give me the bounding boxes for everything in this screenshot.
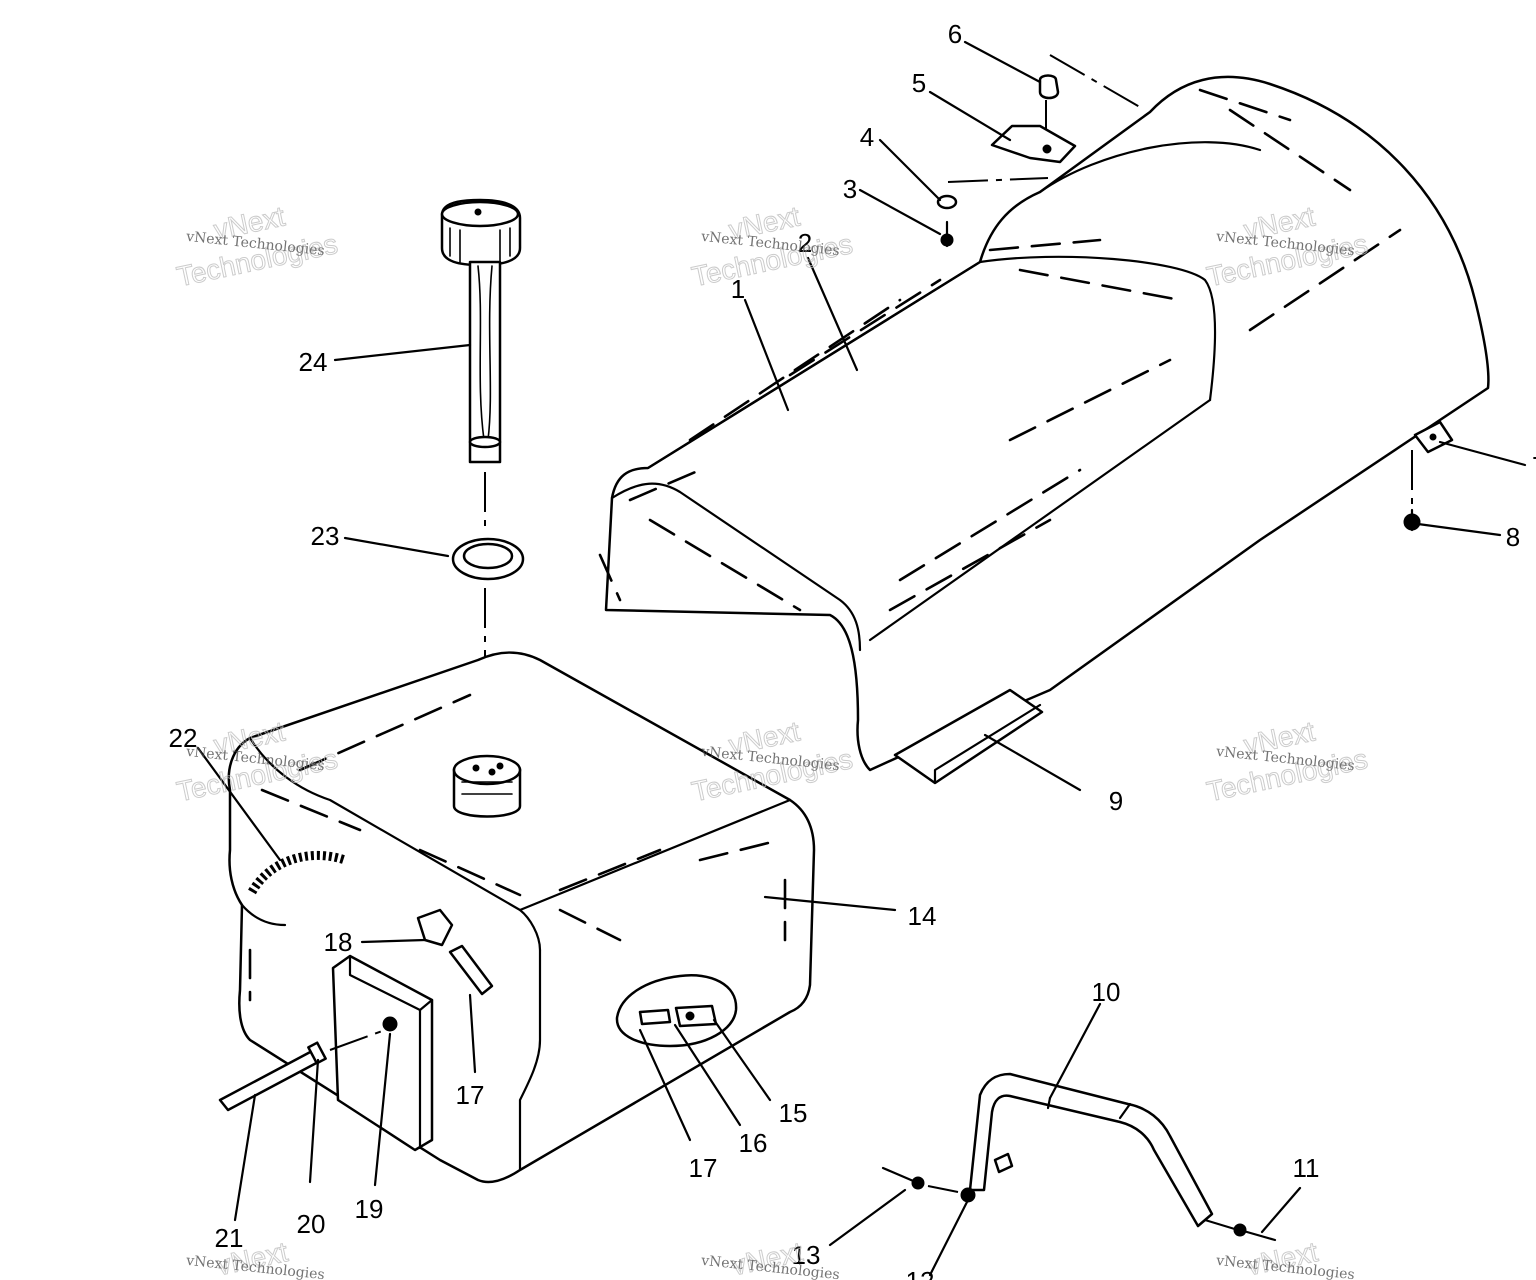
seat-latch-hardware <box>936 54 1146 248</box>
leader-lines <box>196 40 1527 1277</box>
bolt <box>1403 450 1421 532</box>
callout-18: 18 <box>324 927 353 957</box>
seat-assembly <box>598 75 1490 772</box>
callout-5: 5 <box>912 68 926 98</box>
callout-12: 12 <box>906 1266 935 1280</box>
vent-hose <box>218 1029 386 1112</box>
callout-3: 3 <box>843 174 857 204</box>
seat-base <box>893 688 1044 785</box>
callout-7: 7 <box>1532 451 1536 481</box>
callout-9: 9 <box>1109 786 1123 816</box>
callout-19: 19 <box>355 1194 384 1224</box>
callouts: 1 2 3 4 5 6 7 8 9 10 11 12 13 14 15 16 1… <box>169 19 1536 1280</box>
watermarks: vNext Technologies vNext Technologies vN… <box>174 200 1371 1280</box>
callout-13: 13 <box>792 1240 821 1270</box>
callout-15: 15 <box>779 1098 808 1128</box>
callout-10: 10 <box>1092 977 1121 1007</box>
callout-21: 21 <box>215 1223 244 1253</box>
seat-body <box>604 75 1490 772</box>
callout-6: 6 <box>948 19 962 49</box>
bracket <box>1413 420 1454 454</box>
gasket <box>451 537 525 581</box>
callout-24: 24 <box>299 347 328 377</box>
callout-4: 4 <box>860 122 874 152</box>
callout-22: 22 <box>169 723 198 753</box>
vent-valve <box>416 908 494 996</box>
callout-20: 20 <box>297 1209 326 1239</box>
callout-16: 16 <box>739 1128 768 1158</box>
fuel-cap-gauge <box>440 198 522 464</box>
callout-11: 11 <box>1293 1153 1320 1183</box>
vent-housing <box>331 954 434 1152</box>
callout-1: 1 <box>731 274 745 304</box>
callout-17-outlet: 17 <box>689 1153 718 1183</box>
strap-assembly <box>881 1072 1277 1242</box>
fuel-outlet <box>615 974 738 1048</box>
callout-17-vent: 17 <box>456 1080 485 1110</box>
callout-14: 14 <box>908 901 937 931</box>
callout-8: 8 <box>1506 522 1520 552</box>
callout-23: 23 <box>311 521 340 551</box>
callout-2: 2 <box>798 228 812 258</box>
